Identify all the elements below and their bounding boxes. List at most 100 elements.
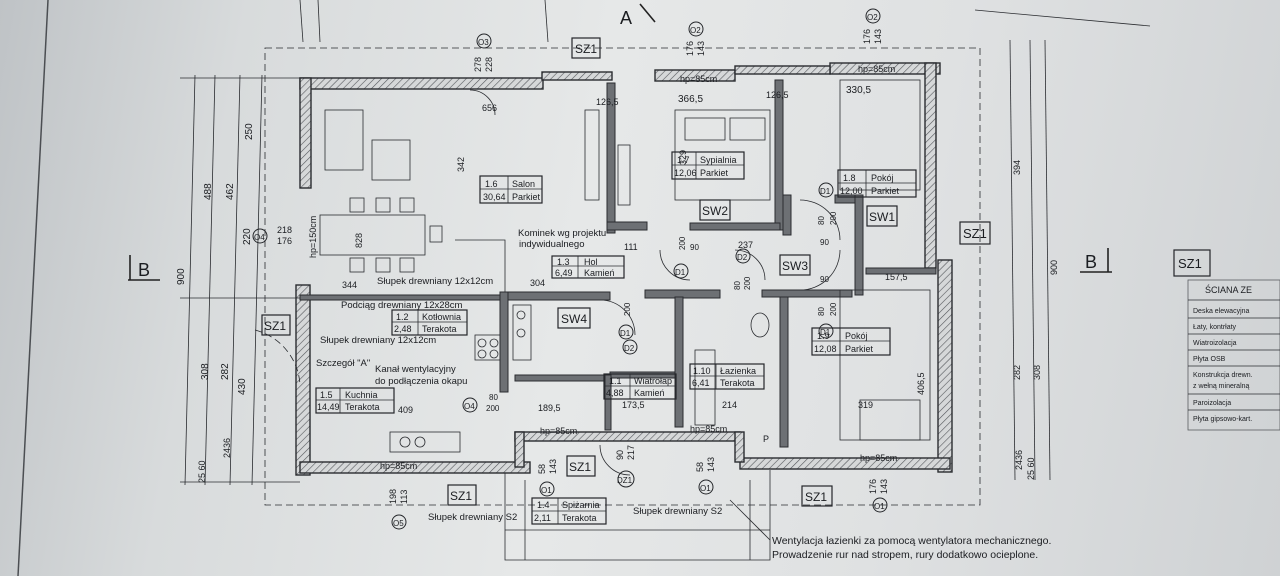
svg-text:157,5: 157,5 xyxy=(885,272,908,282)
svg-text:218: 218 xyxy=(277,225,292,235)
svg-text:488: 488 xyxy=(203,183,214,200)
svg-text:329: 329 xyxy=(678,150,688,165)
svg-text:Łaty, kontrłaty: Łaty, kontrłaty xyxy=(1193,324,1237,331)
section-a-top: A xyxy=(620,8,632,28)
svg-text:D2: D2 xyxy=(737,253,748,262)
svg-text:176: 176 xyxy=(277,236,292,246)
room-label-spizarnia: 1.4 Spiżarnia 2,11 Terakota xyxy=(531,497,607,525)
svg-text:Parkiet: Parkiet xyxy=(845,344,874,354)
svg-text:176: 176 xyxy=(685,41,695,56)
svg-text:394: 394 xyxy=(1012,160,1022,175)
room-label-pokoj-18: 1.8 Pokój 12,00 Parkiet xyxy=(837,169,917,198)
svg-text:319: 319 xyxy=(858,400,873,410)
svg-text:143: 143 xyxy=(706,457,716,472)
tag-sz1-bottom-right xyxy=(801,485,833,507)
svg-text:Kotłownia: Kotłownia xyxy=(422,312,461,322)
svg-text:12,08: 12,08 xyxy=(814,344,837,354)
svg-text:143: 143 xyxy=(696,41,706,56)
svg-text:Terakota: Terakota xyxy=(720,378,755,388)
terrace-outline xyxy=(504,470,771,561)
svg-text:173,5: 173,5 xyxy=(622,400,645,410)
tag-sz1-left xyxy=(261,314,291,336)
svg-text:80: 80 xyxy=(733,281,742,290)
room-label-pokoj-19: 1.9 Pokój 12,08 Parkiet xyxy=(811,327,891,356)
svg-text:304: 304 xyxy=(530,278,545,288)
svg-text:z wełną mineralną: z wełną mineralną xyxy=(1193,383,1250,390)
svg-text:200: 200 xyxy=(623,302,632,316)
svg-text:90: 90 xyxy=(690,243,699,252)
svg-text:Spiżarnia: Spiżarnia xyxy=(562,500,600,510)
room-label-lazienka: 1.10 Łazienka 6,41 Terakota xyxy=(689,363,765,390)
svg-text:900: 900 xyxy=(1049,260,1059,275)
svg-text:SZ1: SZ1 xyxy=(805,490,827,504)
note-wentylacja-2: Prowadzenie rur nad stropem, rury dodatk… xyxy=(772,549,1038,561)
svg-text:80: 80 xyxy=(489,393,498,402)
room-label-kuchnia: 1.5 Kuchnia 14,49 Terakota xyxy=(315,387,395,414)
svg-text:90: 90 xyxy=(820,275,829,284)
svg-text:462: 462 xyxy=(225,183,236,200)
svg-text:Parkiet: Parkiet xyxy=(700,168,729,178)
legend-title: ŚCIANA ZE xyxy=(1205,284,1252,295)
svg-text:1.3: 1.3 xyxy=(557,257,570,267)
note-slupek-top: Słupek drewniany 12x12cm xyxy=(377,276,493,287)
note-wentylacja-1: Wentylacja łazienki za pomocą wentylator… xyxy=(772,535,1051,547)
svg-text:6,41: 6,41 xyxy=(692,378,710,388)
svg-text:220: 220 xyxy=(242,228,253,245)
svg-text:90: 90 xyxy=(615,450,625,460)
svg-text:1.10: 1.10 xyxy=(693,366,711,376)
svg-text:126,5: 126,5 xyxy=(766,90,789,100)
svg-text:Kamień: Kamień xyxy=(584,268,615,278)
sill-height-labels: hp=85cm hp=85cm hp=85cm hp=85cm hp=85cm … xyxy=(308,64,897,471)
svg-text:58: 58 xyxy=(695,462,705,472)
svg-text:14,49: 14,49 xyxy=(317,402,340,412)
svg-text:Wiatroizolacja: Wiatroizolacja xyxy=(1193,340,1237,347)
svg-text:2,11: 2,11 xyxy=(534,513,551,523)
legend-tag xyxy=(1173,249,1211,277)
svg-text:O3: O3 xyxy=(478,38,489,47)
svg-text:O2: O2 xyxy=(690,26,701,35)
svg-text:344: 344 xyxy=(342,280,357,290)
left-dimension-lines xyxy=(180,74,300,486)
note-podciag: Podciąg drewniany 12x28cm xyxy=(341,300,463,311)
svg-text:SZ1: SZ1 xyxy=(1178,256,1202,271)
tag-sz1-bottom-mid xyxy=(566,455,596,477)
svg-text:Kuchnia: Kuchnia xyxy=(345,390,378,400)
note-slupek-s2-left: Słupek drewniany S2 xyxy=(428,512,517,523)
room-label-hol: 1.3 Hol 6,49 Kamień xyxy=(551,255,625,279)
svg-text:1.2: 1.2 xyxy=(396,312,409,322)
svg-text:2436: 2436 xyxy=(222,438,232,458)
right-dimension-lines xyxy=(1009,39,1051,481)
svg-text:113: 113 xyxy=(399,490,409,504)
note-kominek-2: indywidualnego xyxy=(519,239,585,250)
tag-sw3 xyxy=(779,254,811,276)
svg-text:O4: O4 xyxy=(464,402,475,411)
svg-text:308: 308 xyxy=(200,363,211,380)
svg-text:SZ1: SZ1 xyxy=(963,226,987,241)
svg-text:406,5: 406,5 xyxy=(916,372,926,395)
tag-sw4 xyxy=(557,307,591,329)
svg-text:hp=150cm: hp=150cm xyxy=(308,216,318,258)
svg-text:4,88: 4,88 xyxy=(606,388,624,398)
svg-text:656: 656 xyxy=(482,103,497,113)
svg-text:O1: O1 xyxy=(874,502,885,511)
svg-text:Terakota: Terakota xyxy=(422,324,457,334)
svg-text:Pokój: Pokój xyxy=(845,331,868,341)
svg-text:30,64: 30,64 xyxy=(483,192,506,202)
svg-text:143: 143 xyxy=(873,29,883,44)
svg-text:Płyta gipsowo-kart.: Płyta gipsowo-kart. xyxy=(1193,416,1252,423)
svg-text:SW1: SW1 xyxy=(869,210,895,224)
svg-text:237: 237 xyxy=(738,240,753,250)
svg-text:Paroizolacja: Paroizolacja xyxy=(1193,400,1231,407)
svg-text:Parkiet: Parkiet xyxy=(871,186,900,196)
svg-text:80: 80 xyxy=(817,307,826,316)
svg-text:250: 250 xyxy=(244,123,255,140)
svg-text:200: 200 xyxy=(829,211,838,225)
exterior-walls xyxy=(295,62,953,476)
svg-text:80: 80 xyxy=(817,216,826,225)
svg-text:330,5: 330,5 xyxy=(846,85,871,96)
svg-text:Parkiet: Parkiet xyxy=(512,192,541,202)
section-b-left: B xyxy=(138,260,150,280)
svg-text:hp=85cm: hp=85cm xyxy=(680,74,717,84)
